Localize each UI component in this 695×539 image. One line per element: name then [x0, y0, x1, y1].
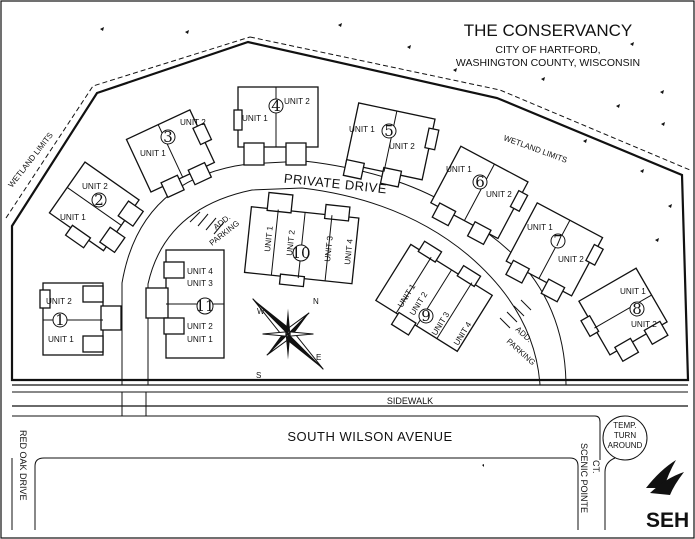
south-wilson-avenue-label: SOUTH WILSON AVENUE — [287, 429, 452, 444]
building-6-unit-2: UNIT 2 — [486, 190, 512, 199]
compass-west: W — [257, 307, 265, 316]
building-11 — [145, 249, 225, 359]
building-6-unit-1: UNIT 1 — [446, 165, 472, 174]
turn-label: TURN — [614, 431, 636, 440]
building-1-number: 1 — [55, 311, 65, 329]
wetland-symbols — [100, 23, 672, 467]
map-subtitle-line-2: WASHINGTON COUNTY, WISCONSIN — [456, 57, 640, 69]
building-4-unit-1: UNIT 1 — [242, 114, 268, 123]
building-3 — [125, 108, 216, 199]
building-10-number: 10 — [291, 244, 310, 262]
building-7 — [505, 201, 605, 303]
building-4 — [233, 86, 319, 166]
building-11-unit-1: UNIT 1 — [187, 335, 213, 344]
compass-rose — [252, 298, 324, 370]
building-7-number: 7 — [553, 232, 563, 250]
building-5-unit-1: UNIT 1 — [349, 125, 375, 134]
building-10-unit-3: UNIT 3 — [323, 235, 335, 262]
building-11-unit-4: UNIT 4 — [187, 267, 213, 276]
building-4-number: 4 — [271, 97, 281, 115]
parking-stalls-top — [189, 211, 225, 235]
building-10-unit-2: UNIT 2 — [285, 229, 297, 256]
seh-logo: SEH — [646, 460, 689, 532]
building-2-unit-1: UNIT 1 — [60, 213, 86, 222]
streets — [11, 391, 688, 530]
map-title: THE CONSERVANCY — [464, 21, 632, 40]
around-label: AROUND — [608, 441, 643, 450]
building-1-unit-2: UNIT 2 — [46, 297, 72, 306]
scenic-pointe-ct-label: CT. — [591, 460, 601, 474]
map-subtitle-line-1: CITY OF HARTFORD, — [495, 44, 600, 56]
parking-stalls-right — [499, 299, 532, 329]
building-7-unit-2: UNIT 2 — [558, 255, 584, 264]
temp-label: TEMP. — [613, 421, 636, 430]
property-boundary — [10, 40, 690, 382]
temp-turnaround — [602, 415, 648, 461]
building-1: UNIT 2 UNIT 1 1 — [39, 282, 122, 356]
building-10-unit-4: UNIT 4 — [343, 238, 355, 265]
building-3-number: 3 — [163, 128, 173, 146]
sidewalk-label: SIDEWALK — [387, 396, 433, 406]
building-11-unit-3: UNIT 3 — [187, 279, 213, 288]
building-6 — [429, 145, 529, 246]
building-9 — [374, 240, 494, 353]
building-2 — [48, 161, 145, 254]
building-2-number: 2 — [94, 191, 104, 209]
building-3-unit-1: UNIT 1 — [140, 149, 166, 158]
red-oak-drive-label: RED OAK DRIVE — [18, 430, 28, 501]
compass-south: S — [256, 371, 261, 380]
seh-logo-text: SEH — [646, 509, 689, 532]
building-6-number: 6 — [475, 173, 485, 191]
building-2-unit-2: UNIT 2 — [82, 182, 108, 191]
wetland-limit-right — [249, 36, 691, 171]
building-4-unit-2: UNIT 2 — [284, 97, 310, 106]
building-5-number: 5 — [384, 122, 394, 140]
building-1-unit-1: UNIT 1 — [48, 335, 74, 344]
building-5-unit-2: UNIT 2 — [389, 142, 415, 151]
building-8 — [578, 267, 669, 363]
building-5 — [342, 102, 440, 188]
building-8-unit-1: UNIT 1 — [620, 287, 646, 296]
compass-north: N — [313, 297, 319, 306]
building-9-number: 9 — [421, 307, 431, 325]
wetland-limit-left — [5, 36, 251, 219]
building-11-number: 11 — [195, 297, 214, 315]
building-8-unit-2: UNIT 2 — [631, 320, 657, 329]
building-8-number: 8 — [632, 300, 642, 318]
scenic-pointe-label: SCENIC POINTE — [579, 443, 589, 513]
building-7-unit-1: UNIT 1 — [527, 223, 553, 232]
building-11-unit-2: UNIT 2 — [187, 322, 213, 331]
building-3-unit-2: UNIT 2 — [180, 118, 206, 127]
compass-east: E — [316, 353, 321, 362]
building-10-unit-1: UNIT 1 — [263, 225, 275, 252]
